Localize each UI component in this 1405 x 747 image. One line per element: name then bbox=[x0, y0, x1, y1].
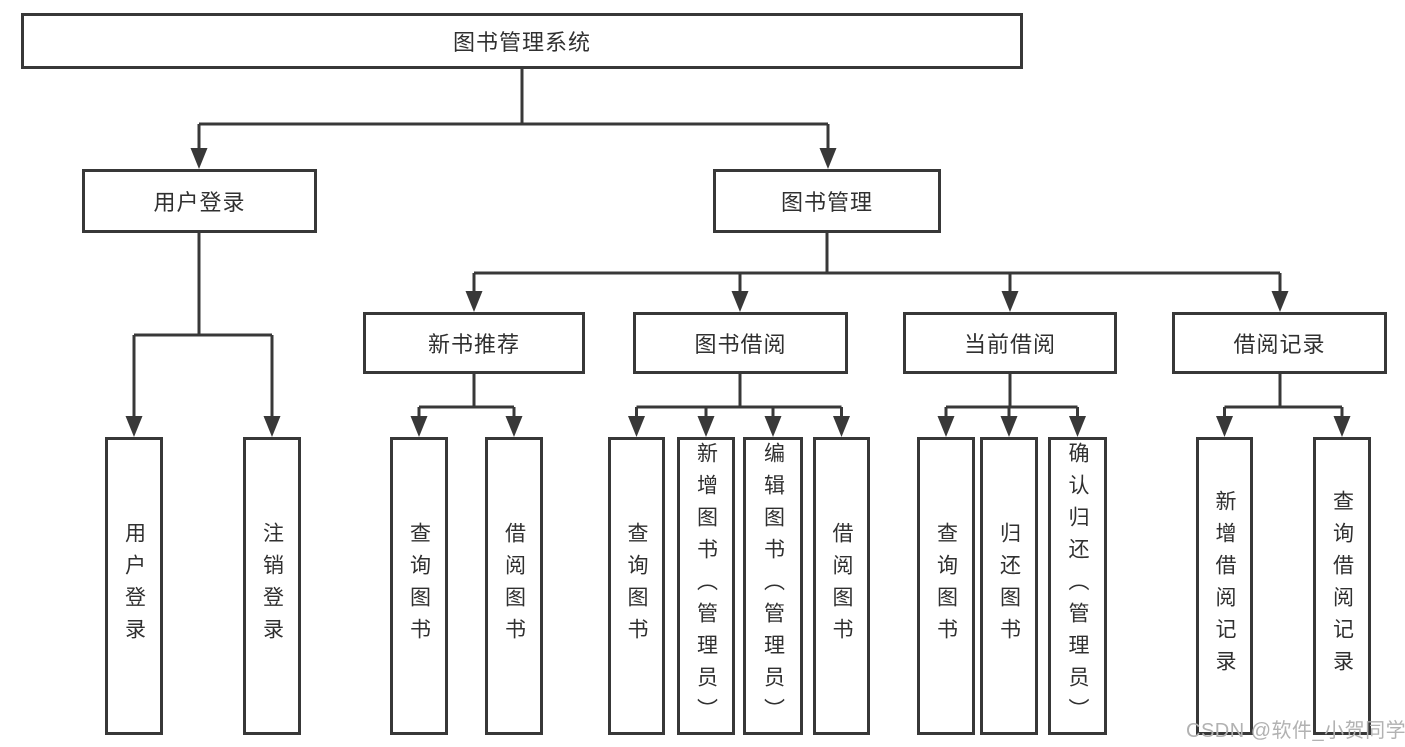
leaf-add-book-admin-label: 新增图书（管理员） bbox=[694, 442, 718, 730]
leaf-add-borrow-record: 新增借阅记录 bbox=[1196, 437, 1253, 735]
leaf-confirm-return-admin: 确认归还（管理员） bbox=[1048, 437, 1107, 735]
leaf-logout-label: 注销登录 bbox=[260, 522, 284, 650]
arrowheads bbox=[125, 148, 1351, 437]
leaf-return-book: 归还图书 bbox=[980, 437, 1038, 735]
leaf-return-book-label: 归还图书 bbox=[997, 522, 1021, 650]
node-book-borrow-label: 图书借阅 bbox=[694, 332, 787, 357]
node-root: 图书管理系统 bbox=[21, 13, 1023, 69]
node-book-borrow: 图书借阅 bbox=[633, 312, 848, 374]
leaf-query-book-current: 查询图书 bbox=[917, 437, 975, 735]
node-new-book-recommend: 新书推荐 bbox=[363, 312, 585, 374]
watermark: CSDN @软件_小贺同学 bbox=[1186, 720, 1405, 742]
leaf-user-login-label: 用户登录 bbox=[122, 522, 146, 650]
leaf-borrow-book: 借阅图书 bbox=[813, 437, 870, 735]
leaf-query-book-recommend: 查询图书 bbox=[390, 437, 448, 735]
leaf-logout: 注销登录 bbox=[243, 437, 301, 735]
node-user-login-label: 用户登录 bbox=[153, 190, 246, 215]
leaf-edit-book-admin: 编辑图书（管理员） bbox=[743, 437, 803, 735]
leaf-query-borrow-record: 查询借阅记录 bbox=[1313, 437, 1371, 735]
node-root-label: 图书管理系统 bbox=[452, 30, 591, 55]
leaf-user-login: 用户登录 bbox=[105, 437, 163, 735]
leaf-query-borrow-record-label: 查询借阅记录 bbox=[1330, 490, 1354, 682]
leaf-query-book-borrow-label: 查询图书 bbox=[625, 522, 648, 650]
leaf-confirm-return-admin-label: 确认归还（管理员） bbox=[1066, 442, 1089, 730]
node-user-login: 用户登录 bbox=[82, 169, 317, 233]
leaf-add-book-admin: 新增图书（管理员） bbox=[677, 437, 735, 735]
leaf-borrow-book-label: 借阅图书 bbox=[830, 522, 853, 650]
node-borrow-record: 借阅记录 bbox=[1172, 312, 1387, 374]
node-new-book-recommend-label: 新书推荐 bbox=[427, 332, 520, 357]
leaf-query-book-current-label: 查询图书 bbox=[934, 522, 958, 650]
leaf-edit-book-admin-label: 编辑图书（管理员） bbox=[761, 442, 785, 730]
node-current-borrow-label: 当前借阅 bbox=[963, 332, 1056, 357]
leaf-add-borrow-record-label: 新增借阅记录 bbox=[1213, 490, 1236, 682]
leaf-borrow-book-recommend-label: 借阅图书 bbox=[502, 522, 526, 650]
node-borrow-record-label: 借阅记录 bbox=[1233, 332, 1326, 357]
leaf-query-book-borrow: 查询图书 bbox=[608, 437, 665, 735]
node-book-management: 图书管理 bbox=[713, 169, 941, 233]
node-book-management-label: 图书管理 bbox=[780, 190, 873, 215]
leaf-borrow-book-recommend: 借阅图书 bbox=[485, 437, 543, 735]
node-current-borrow: 当前借阅 bbox=[903, 312, 1117, 374]
leaf-query-book-recommend-label: 查询图书 bbox=[407, 522, 431, 650]
